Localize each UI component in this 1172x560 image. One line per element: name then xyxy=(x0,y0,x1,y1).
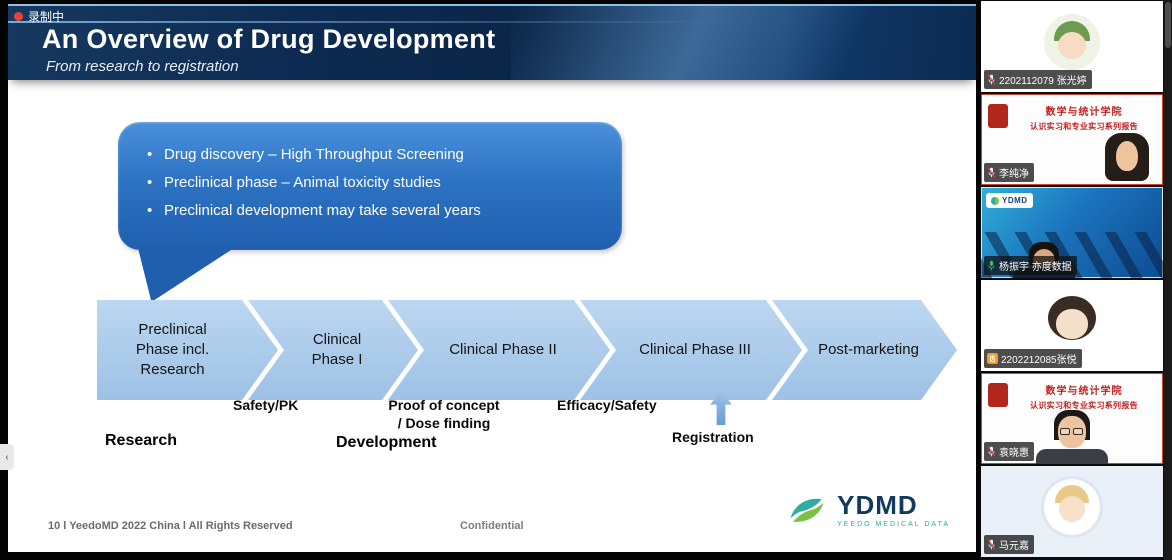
participant-video xyxy=(981,466,1163,557)
mic-muted-icon xyxy=(987,446,996,457)
participant-name: 2202212085张悦 xyxy=(1001,355,1077,366)
participant-name: 2202112079 张光婷 xyxy=(999,76,1087,87)
participant-face xyxy=(1036,410,1108,464)
milestone-label: Efficacy/Safety xyxy=(557,397,657,413)
avatar-face xyxy=(1059,496,1085,522)
presentation-slide: An Overview of Drug Development From res… xyxy=(8,4,976,552)
participant-name: 袁晓惠 xyxy=(999,448,1029,459)
participant-face xyxy=(1105,133,1149,185)
participant-name-bar: 袁晓惠 xyxy=(984,442,1034,461)
slide-title: An Overview of Drug Development xyxy=(42,24,496,54)
callout-list: Drug discovery – High Throughput Screeni… xyxy=(118,122,622,226)
process-step: Preclinical Phase incl. Research xyxy=(97,300,278,400)
process-step: Clinical Phase II xyxy=(388,300,610,400)
avatar xyxy=(1044,14,1100,70)
ydmd-logo-text: YDMD YEEDO MEDICAL DATA xyxy=(837,492,950,528)
participant-tile[interactable]: YDMD 杨振宇 亦度数据 xyxy=(981,187,1163,278)
ydmd-logo-icon xyxy=(790,498,824,522)
participant-tile[interactable]: 马元嘉 xyxy=(981,466,1163,557)
process-step: Clinical Phase III xyxy=(580,300,802,400)
slide-header-banner xyxy=(8,4,976,80)
avatar-face xyxy=(1056,309,1088,339)
callout-bubble: Drug discovery – High Throughput Screeni… xyxy=(118,122,622,302)
glasses-icon xyxy=(1060,428,1070,435)
callout-bullet: Drug discovery – High Throughput Screeni… xyxy=(147,141,604,169)
poster-text: 数学与统计学院 认识实习和专业实习系列报告 xyxy=(1011,103,1157,132)
slide-subtitle: From research to registration xyxy=(46,58,239,75)
participant-name-bar: 马元嘉 xyxy=(984,535,1034,554)
avatar xyxy=(1044,293,1100,349)
participant-tile[interactable]: 数学与统计学院 认识实习和专业实习系列报告 袁晓 xyxy=(981,373,1163,464)
slide-footer-copyright: 10 l YeedoMD 2022 China l All Rights Res… xyxy=(48,520,293,532)
milestone-label: Safety/PK xyxy=(233,397,299,413)
raised-hand-icon xyxy=(987,353,998,364)
participant-name-bar: 2202112079 张光婷 xyxy=(984,70,1092,89)
stage-label-development: Development xyxy=(336,434,437,451)
avatar xyxy=(1044,479,1100,535)
callout-bullet: Preclinical phase – Animal toxicity stud… xyxy=(147,169,604,197)
poster-line: 认识实习和专业实习系列报告 xyxy=(1030,122,1138,131)
poster-emblem-icon xyxy=(988,104,1008,128)
poster-emblem-icon xyxy=(988,383,1008,407)
ydmd-chip-text: YDMD xyxy=(1002,196,1028,205)
ydmd-logo-tagline: YEEDO MEDICAL DATA xyxy=(837,521,950,528)
poster-line: 认识实习和专业实习系列报告 xyxy=(1030,401,1138,410)
avatar-face xyxy=(1058,32,1086,59)
process-flow: Preclinical Phase incl. Research Clinica… xyxy=(97,300,957,400)
callout-tail xyxy=(138,248,234,302)
participant-name-bar: 李纯净 xyxy=(984,163,1034,182)
shared-screen-area: An Overview of Drug Development From res… xyxy=(0,0,978,560)
poster-line: 数学与统计学院 xyxy=(1045,386,1123,397)
participant-tile[interactable]: 2202112079 张光婷 xyxy=(981,1,1163,92)
participant-tile[interactable]: 数学与统计学院 认识实习和专业实习系列报告 李纯净 xyxy=(981,94,1163,185)
sidebar-scrollbar-thumb[interactable] xyxy=(1165,2,1171,48)
participant-name-bar: 杨振宇 亦度数据 xyxy=(984,256,1077,275)
participant-name: 杨振宇 亦度数据 xyxy=(999,262,1072,273)
ydmd-chip: YDMD xyxy=(986,193,1033,208)
glasses-icon xyxy=(1073,428,1083,435)
mic-muted-icon xyxy=(987,539,996,550)
participant-name-bar: 2202212085张悦 xyxy=(984,349,1082,368)
slide-footer-confidential: Confidential xyxy=(460,520,524,532)
participants-panel: 2202112079 张光婷 数学与统计学院 认识实习和专业实习系列报告 xyxy=(980,0,1164,560)
sidebar-scrollbar[interactable] xyxy=(1164,0,1172,560)
participant-name: 李纯净 xyxy=(999,169,1029,180)
milestone-label: Proof of concept / Dose finding xyxy=(388,397,500,432)
callout-bullet: Preclinical development may take several… xyxy=(147,197,604,225)
recording-label: 录制中 xyxy=(28,10,65,24)
milestone-label: Registration xyxy=(672,429,754,445)
ydmd-logo-name: YDMD xyxy=(837,490,918,520)
poster-line: 数学与统计学院 xyxy=(1045,107,1123,118)
ydmd-chip-icon xyxy=(991,196,999,205)
stage-label-research: Research xyxy=(105,432,178,449)
mic-on-icon xyxy=(988,260,995,271)
recording-indicator: 录制中 xyxy=(14,8,64,25)
participant-name: 马元嘉 xyxy=(999,541,1029,552)
collapse-panel-button[interactable]: ‹ xyxy=(0,444,14,470)
ydmd-logo: YDMD YEEDO MEDICAL DATA xyxy=(785,488,950,532)
mic-muted-icon xyxy=(987,74,996,85)
participant-tile[interactable]: 2202212085张悦 xyxy=(981,280,1163,371)
recording-dot-icon xyxy=(14,12,23,21)
mic-muted-icon xyxy=(987,167,996,178)
process-step: Clinical Phase I xyxy=(248,300,418,400)
poster-text: 数学与统计学院 认识实习和专业实习系列报告 xyxy=(1011,382,1157,411)
